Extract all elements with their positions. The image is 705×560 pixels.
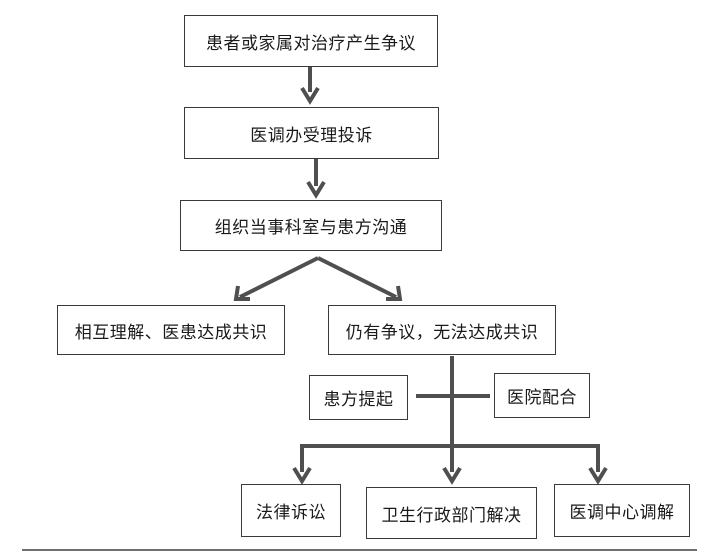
arrow-head-icon	[233, 285, 250, 301]
node-health-admin: 卫生行政部门解决	[366, 487, 537, 539]
node-no-consensus: 仍有争议，无法达成共识	[328, 305, 556, 355]
node-dispute: 患者或家属对治疗产生争议	[184, 15, 438, 67]
arrow-head-icon	[442, 466, 462, 485]
node-complaint: 医调办受理投诉	[184, 107, 439, 159]
node-consensus: 相互理解、医患达成共识	[57, 305, 285, 355]
arrow-head-icon	[386, 285, 403, 301]
arrow-head-icon	[292, 466, 312, 485]
node-mediation-center: 医调中心调解	[554, 484, 690, 537]
node-hospital-cooperate: 医院配合	[494, 373, 590, 418]
arrow-head-icon	[300, 86, 320, 105]
connector-line	[239, 256, 319, 299]
connector-line	[317, 256, 397, 299]
node-patient-initiate: 患方提起	[309, 375, 408, 420]
arrow-head-icon	[306, 180, 326, 199]
node-communicate: 组织当事科室与患方沟通	[180, 200, 442, 251]
arrow-head-icon	[588, 466, 608, 485]
node-litigation: 法律诉讼	[241, 484, 341, 537]
